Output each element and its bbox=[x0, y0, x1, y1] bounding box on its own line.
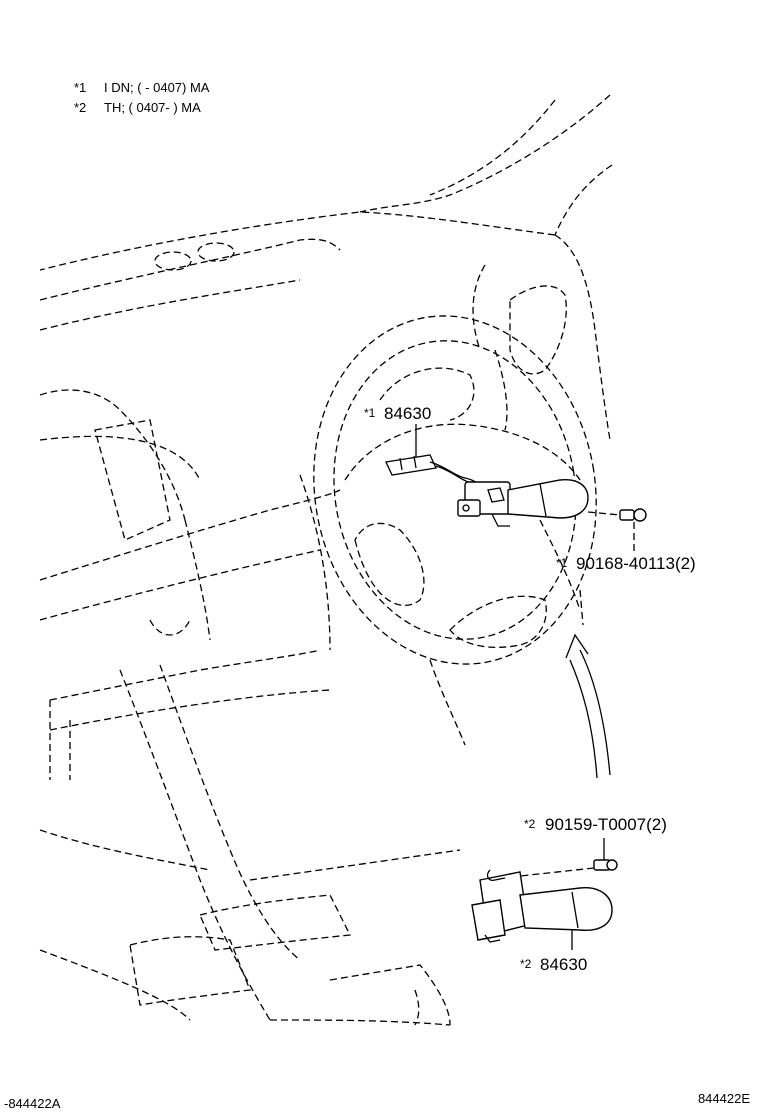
callout-lower-switch-star: *2 bbox=[520, 957, 532, 971]
callout-lower-screw: *2 90159-T0007(2) bbox=[524, 815, 667, 834]
applicability-notes: *1 I DN; ( - 0407) MA *2 TH; ( 0407- ) M… bbox=[74, 80, 210, 115]
callout-upper-switch-part: 84630 bbox=[384, 404, 431, 423]
cruise-control-switch-upper bbox=[385, 454, 589, 527]
screw-upper bbox=[587, 508, 647, 555]
steering-wheel-outline bbox=[313, 315, 597, 665]
footer-left-code: -844422A bbox=[4, 1096, 61, 1111]
cruise-control-switch-lower bbox=[471, 869, 613, 943]
callout-upper-screw: *1 90168-40113(2) bbox=[556, 554, 696, 573]
callout-lower-screw-star: *2 bbox=[524, 817, 536, 831]
note-1-star: *1 bbox=[74, 80, 86, 95]
callout-lower-switch-part: 84630 bbox=[540, 955, 587, 974]
note-2-text: TH; ( 0407- ) MA bbox=[104, 100, 201, 115]
screw-lower bbox=[519, 838, 618, 877]
dashboard-outline bbox=[39, 94, 613, 1026]
callout-upper-screw-part: 90168-40113(2) bbox=[576, 554, 696, 573]
callout-upper-switch: *1 84630 bbox=[364, 404, 431, 457]
callout-upper-screw-star: *1 bbox=[556, 556, 568, 570]
view-arrow bbox=[565, 589, 611, 779]
callout-lower-screw-part: 90159-T0007(2) bbox=[545, 815, 667, 834]
note-1-text: I DN; ( - 0407) MA bbox=[104, 80, 210, 95]
callout-lower-switch: *2 84630 bbox=[520, 930, 587, 974]
note-2-star: *2 bbox=[74, 100, 86, 115]
callout-upper-switch-star: *1 bbox=[364, 406, 376, 420]
footer-right-code: 844422E bbox=[698, 1091, 750, 1106]
